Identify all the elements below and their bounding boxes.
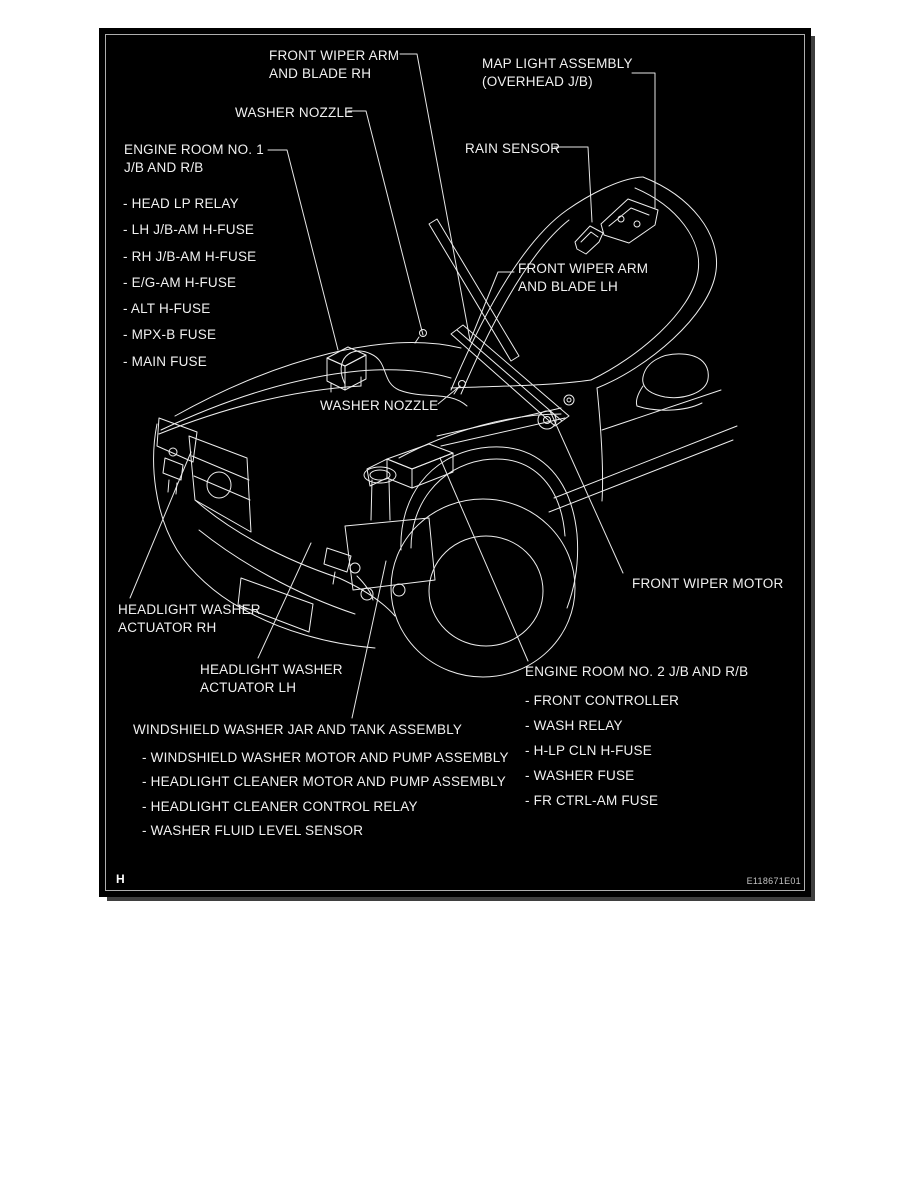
label-line: HEADLIGHT WASHER [118, 602, 261, 617]
wiper-arm-rh [428, 218, 520, 362]
body-side-lines [548, 387, 738, 513]
page-marker: H [116, 872, 125, 886]
label-rain-sensor: RAIN SENSOR [465, 141, 561, 156]
list-item: - ALT H-FUSE [123, 301, 211, 317]
list-item: - WASHER FLUID LEVEL SENSOR [142, 823, 364, 839]
label-line: J/B AND R/B [124, 159, 204, 175]
windshield-and-pillar [450, 176, 718, 395]
engine-room-2-item-list: - FRONT CONTROLLER - WASH RELAY - H-LP CLN… [525, 688, 679, 813]
list-item: - RH J/B-AM H-FUSE [123, 248, 257, 264]
car-line-art [129, 53, 738, 719]
list-item: - HEAD LP RELAY [123, 196, 239, 211]
list-item: - FR CTRL-AM FUSE [525, 793, 659, 808]
list-item: - WASH RELAY [525, 718, 623, 733]
front-wheel [390, 446, 579, 678]
washer-jar-item-list: - WINDSHIELD WASHER MOTOR AND PUMP ASSEM… [142, 746, 509, 844]
washer-jar-and-tank [344, 466, 436, 601]
engine-room-2-jb [366, 443, 454, 489]
rain-sensor-part [574, 225, 604, 255]
list-item: - MPX-B FUSE [123, 327, 217, 343]
list-item: - MAIN FUSE [123, 353, 207, 369]
washer-nozzle-parts [414, 329, 466, 395]
emblem [206, 471, 232, 499]
label-headlight-washer-actuator-lh: HEADLIGHT WASHER ACTUATOR LH [200, 661, 343, 696]
wiper-assembly [428, 218, 575, 447]
label-front-wiper-arm-rh: FRONT WIPER ARM AND BLADE RH [269, 47, 399, 82]
label-engine-room-2-title: ENGINE ROOM NO. 2 J/B AND R/B [525, 664, 749, 679]
label-line: AND BLADE RH [269, 65, 372, 81]
leader-lines [129, 53, 656, 719]
label-map-light-assembly: MAP LIGHT ASSEMBLY (OVERHEAD J/B) [482, 55, 633, 90]
figure-code: E118671E01 [746, 876, 801, 886]
label-washer-nozzle-top: WASHER NOZZLE [235, 105, 354, 120]
list-item: - WASHER FUSE [525, 768, 635, 783]
label-line: (OVERHEAD J/B) [482, 73, 593, 89]
list-item: - FRONT CONTROLLER [525, 693, 680, 708]
list-item: - WINDSHIELD WASHER MOTOR AND PUMP ASSEM… [142, 750, 509, 765]
label-line: ENGINE ROOM NO. 1 [124, 142, 264, 157]
label-line: AND BLADE LH [518, 278, 618, 294]
front-wiper-motor-part [537, 410, 557, 430]
label-washer-nozzle-mid: WASHER NOZZLE [320, 398, 439, 413]
list-item: - HEADLIGHT CLEANER CONTROL RELAY [142, 798, 418, 814]
label-front-wiper-arm-lh: FRONT WIPER ARM AND BLADE LH [518, 260, 648, 295]
front-fascia [153, 417, 396, 649]
engine-room-1-jb [326, 346, 367, 393]
component-location-diagram: FRONT WIPER ARM AND BLADE RH MAP LIGHT A… [99, 28, 811, 897]
label-line: ACTUATOR RH [118, 619, 217, 635]
side-mirror [636, 353, 709, 411]
label-engine-room-1-title: ENGINE ROOM NO. 1 J/B AND R/B [124, 141, 264, 176]
list-item: - LH J/B-AM H-FUSE [123, 222, 255, 238]
list-item: - HEADLIGHT CLEANER MOTOR AND PUMP ASSEM… [142, 774, 506, 790]
list-item: - H-LP CLN H-FUSE [525, 743, 652, 758]
headlight-washer-actuators [162, 447, 374, 601]
headlight [156, 417, 198, 463]
list-item: - E/G-AM H-FUSE [123, 274, 237, 290]
label-line: MAP LIGHT ASSEMBLY [482, 56, 633, 71]
label-line: ACTUATOR LH [200, 679, 297, 695]
label-line: HEADLIGHT WASHER [200, 662, 343, 677]
washer-hose [340, 350, 468, 407]
map-light-assembly-part [600, 198, 659, 244]
label-front-wiper-motor: FRONT WIPER MOTOR [632, 576, 784, 591]
label-line: FRONT WIPER ARM [269, 48, 400, 63]
label-line: FRONT WIPER ARM [518, 261, 649, 276]
label-washer-jar-title: WINDSHIELD WASHER JAR AND TANK ASSEMBLY [133, 722, 463, 737]
engine-room-1-item-list: - HEAD LP RELAY - LH J/B-AM H-FUSE - RH J/… [123, 191, 256, 375]
grille [188, 435, 252, 533]
license-plate [237, 577, 314, 633]
label-headlight-washer-actuator-rh: HEADLIGHT WASHER ACTUATOR RH [118, 601, 261, 636]
wiper-blade [450, 324, 570, 427]
